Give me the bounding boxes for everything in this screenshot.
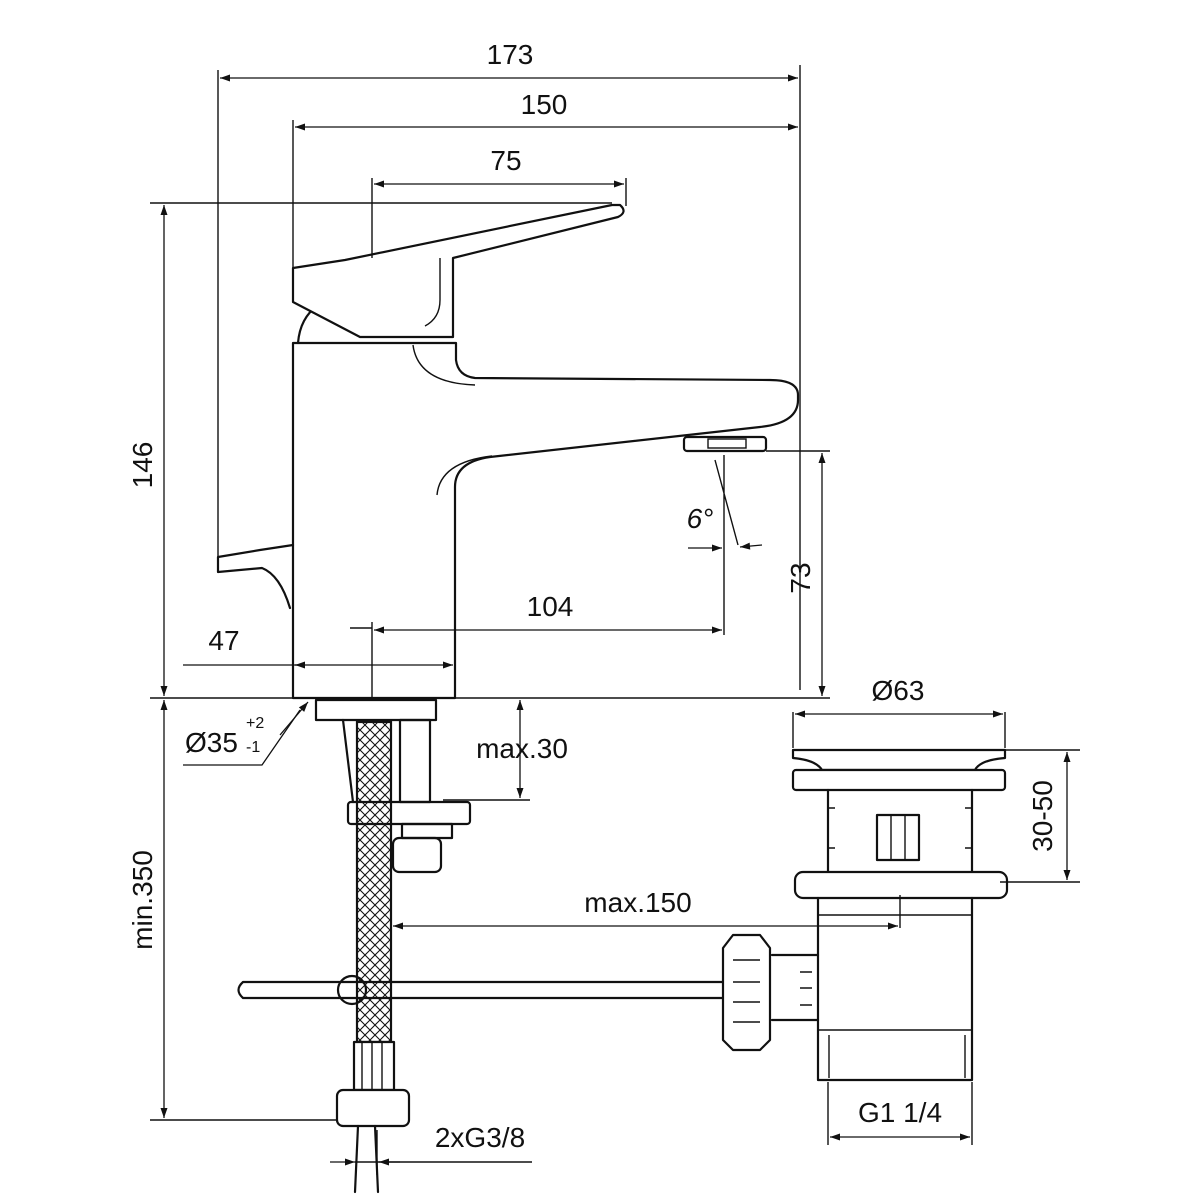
basket-notches: [828, 807, 972, 849]
connector-nut-ribs: [733, 959, 760, 1023]
label-73: 73: [785, 562, 816, 593]
pop-up-lever: [216, 543, 295, 610]
faucet-body: [291, 341, 800, 700]
hose-crimp: [352, 1040, 396, 1092]
lever-detail: [424, 258, 441, 327]
connector-nut: [721, 933, 772, 1052]
label-47: 47: [208, 625, 239, 656]
label-tolerance-lower: -1: [246, 739, 260, 756]
dimension-lines: [150, 65, 1080, 1175]
braided-hose: [355, 720, 393, 1044]
rod-clamp: [336, 974, 368, 1006]
label-diameter-35: Ø35: [185, 727, 238, 758]
label-30-50: 30-50: [1027, 780, 1058, 852]
rod-connector: [770, 953, 820, 1022]
threaded-stud: [398, 718, 432, 804]
label-tolerance-upper: +2: [246, 715, 264, 732]
label-g1-1-4: G1 1/4: [858, 1097, 942, 1128]
hose-crimp-lines: [361, 1042, 383, 1090]
dimension-labels: 173 150 75 146 73 104 6° 47 Ø35 +2 -1 ma…: [127, 39, 1058, 1153]
waste-fitting: [721, 748, 1009, 1082]
label-max150: max.150: [584, 887, 691, 918]
body-contour-lower: [436, 455, 493, 496]
label-146: 146: [127, 442, 158, 489]
waste-body: [816, 896, 974, 1082]
label-max30: max.30: [476, 733, 568, 764]
body-contour-upper: [412, 344, 476, 386]
waste-collar: [793, 870, 1009, 900]
label-173: 173: [487, 39, 534, 70]
hose-tail: [353, 1124, 380, 1194]
label-2xg3-8: 2xG3/8: [435, 1122, 525, 1153]
label-diameter-63: Ø63: [872, 675, 925, 706]
label-angle: 6°: [687, 503, 714, 534]
hose-nut: [335, 1088, 411, 1128]
label-75: 75: [490, 145, 521, 176]
label-150: 150: [521, 89, 568, 120]
waste-body-steps: [818, 914, 972, 1078]
mounting-shank: [314, 698, 438, 722]
rod-connector-ticks: [800, 971, 812, 1006]
pop-up-rod: [237, 980, 735, 1000]
lever-handle: [291, 203, 625, 339]
fixing-nut: [400, 822, 454, 840]
faucet: [216, 203, 800, 1194]
basket-window-bars: [890, 815, 906, 860]
label-104: 104: [527, 591, 574, 622]
inlet-pipe: [341, 718, 355, 804]
waste-flange: [791, 768, 1007, 792]
label-min350: min.350: [127, 850, 158, 950]
aerator-ring: [707, 438, 747, 449]
waste-basket: [826, 788, 974, 874]
basket-window: [875, 813, 921, 862]
nut-hex: [391, 836, 443, 874]
waste-plug: [791, 748, 1007, 772]
